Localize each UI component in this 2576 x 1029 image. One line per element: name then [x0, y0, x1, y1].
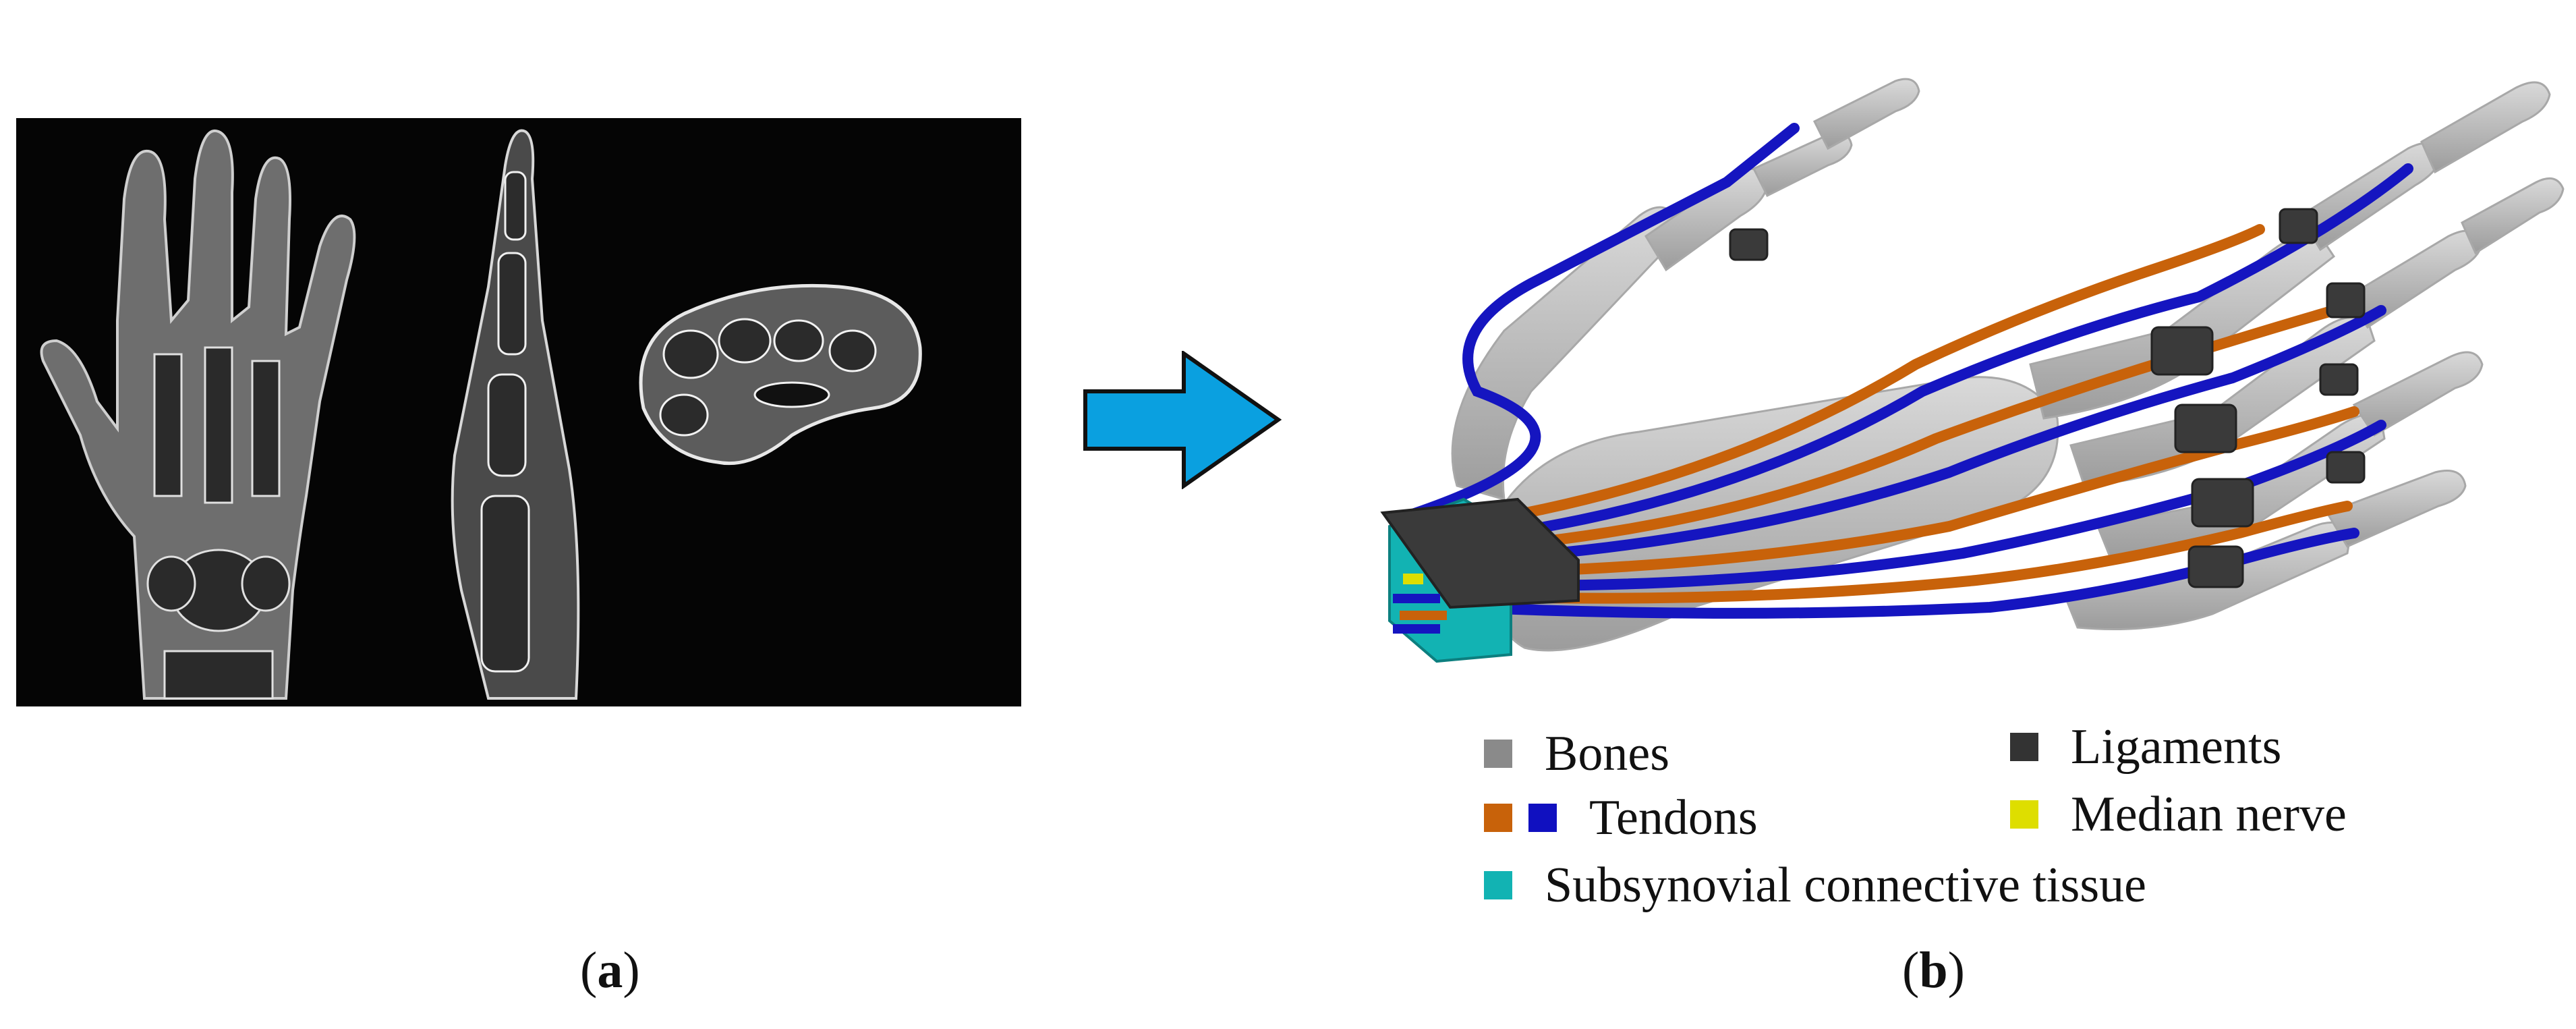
legend-item-ligaments: Ligaments: [2010, 722, 2281, 772]
axial-wrist-scan: [639, 283, 922, 466]
mri-scans: [40, 129, 922, 700]
bones-swatch: [1484, 740, 1512, 768]
median-nerve-swatch: [2010, 800, 2038, 829]
subsynovial-swatch: [1484, 871, 1512, 899]
legend-item-bones: Bones: [1484, 729, 1669, 779]
caption-a-close: ): [623, 942, 640, 999]
mri-image-panel: [16, 118, 1021, 706]
caption-b-close: ): [1947, 942, 1965, 999]
caption-a-letter: a: [597, 942, 623, 999]
tendons-blue-swatch: [1528, 804, 1557, 832]
coronal-hand-scan: [40, 129, 356, 700]
hand-3d-model: [1380, 78, 2565, 663]
legend: Bones Ligaments Tendons Median nerve Sub…: [1484, 708, 2496, 911]
arrow-right-icon: [1083, 350, 1282, 490]
tendons: [1391, 123, 2413, 619]
tendons-orange-swatch: [1484, 804, 1512, 832]
legend-label-median-nerve: Median nerve: [2071, 787, 2347, 842]
caption-b-letter: b: [1919, 942, 1948, 999]
caption-a-open: (: [580, 942, 598, 999]
legend-label-tendons: Tendons: [1589, 790, 1758, 845]
sagittal-finger-scan: [451, 129, 580, 700]
hand-model-panel: [1356, 13, 2570, 715]
transform-arrow: [1083, 350, 1285, 490]
caption-a: (a): [580, 941, 640, 1000]
ligaments: [1729, 208, 2366, 588]
legend-label-ligaments: Ligaments: [2071, 719, 2282, 775]
caption-b-open: (: [1902, 942, 1920, 999]
legend-item-subsynovial: Subsynovial connective tissue: [1484, 860, 2146, 910]
carpal-tunnel-block: [1380, 497, 1580, 663]
ligaments-swatch: [2010, 733, 2038, 761]
legend-label-bones: Bones: [1545, 726, 1669, 781]
legend-item-median-nerve: Median nerve: [2010, 789, 2347, 839]
legend-item-tendons: Tendons: [1484, 793, 1758, 843]
legend-label-subsynovial: Subsynovial connective tissue: [1545, 858, 2146, 913]
caption-b: (b): [1902, 941, 1965, 1000]
